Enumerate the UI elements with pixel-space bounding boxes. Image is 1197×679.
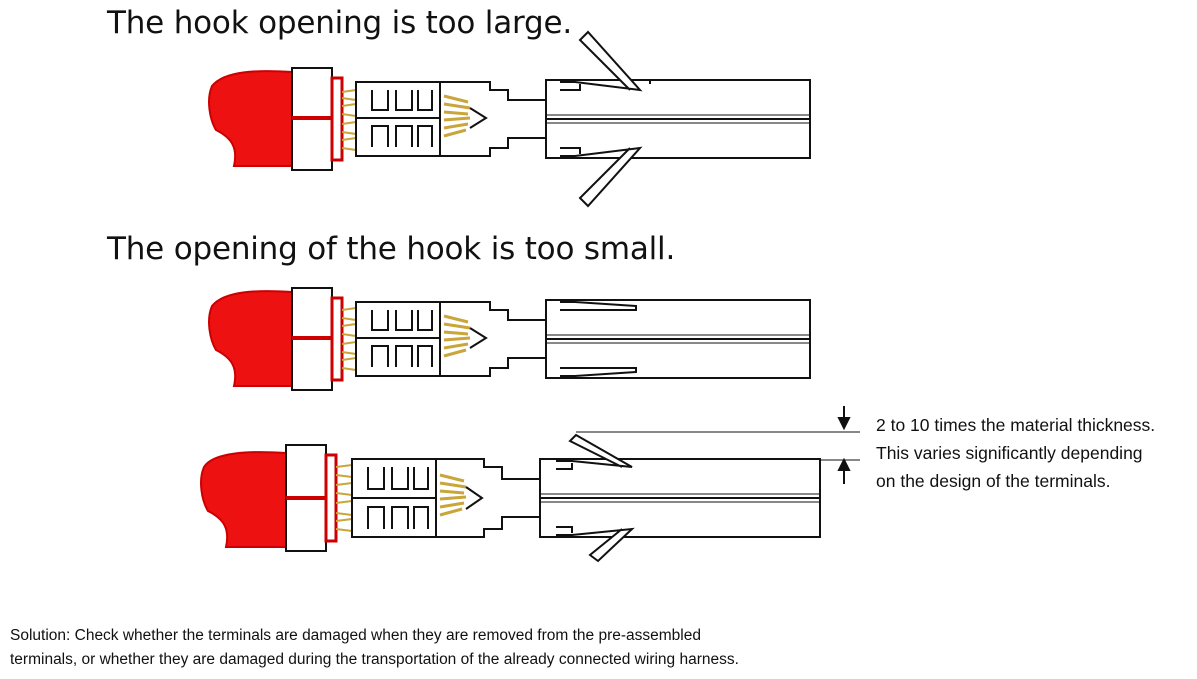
retention-hook-lower bbox=[560, 367, 637, 377]
strand-ends bbox=[439, 473, 467, 517]
retention-hook-upper bbox=[560, 301, 637, 311]
solution-text: Solution: Check whether the terminals ar… bbox=[10, 624, 739, 672]
solution-line: Solution: Check whether the terminals ar… bbox=[10, 627, 701, 644]
wire-strands bbox=[341, 307, 357, 371]
retention-hook-lower bbox=[556, 527, 635, 563]
strand-ends bbox=[443, 314, 471, 358]
retention-hook-upper bbox=[556, 433, 633, 468]
thickness-note: 2 to 10 times the material thickness. Th… bbox=[876, 411, 1155, 495]
strand-ends bbox=[443, 94, 471, 138]
wire-insulation bbox=[200, 451, 287, 548]
terminal-diagram-reference bbox=[200, 431, 860, 563]
retention-hook-lower bbox=[560, 146, 643, 208]
terminal-diagram-too-small bbox=[208, 287, 811, 391]
solution-line: terminals, or whether they are damaged d… bbox=[10, 651, 739, 668]
note-line: This varies significantly depending bbox=[876, 443, 1143, 463]
wire-insulation bbox=[208, 290, 293, 387]
terminal-diagram-too-large bbox=[208, 30, 811, 208]
note-line: on the design of the terminals. bbox=[876, 471, 1111, 491]
retention-hook-upper bbox=[560, 30, 643, 92]
dimension-arrows bbox=[837, 406, 851, 484]
heading-hook-too-large: The hook opening is too large. bbox=[107, 5, 573, 41]
wire-strands bbox=[335, 464, 353, 532]
wire-strands bbox=[341, 89, 357, 151]
wire-insulation bbox=[208, 70, 293, 167]
heading-hook-too-small: The opening of the hook is too small. bbox=[107, 231, 676, 267]
note-line: 2 to 10 times the material thickness. bbox=[876, 415, 1156, 435]
